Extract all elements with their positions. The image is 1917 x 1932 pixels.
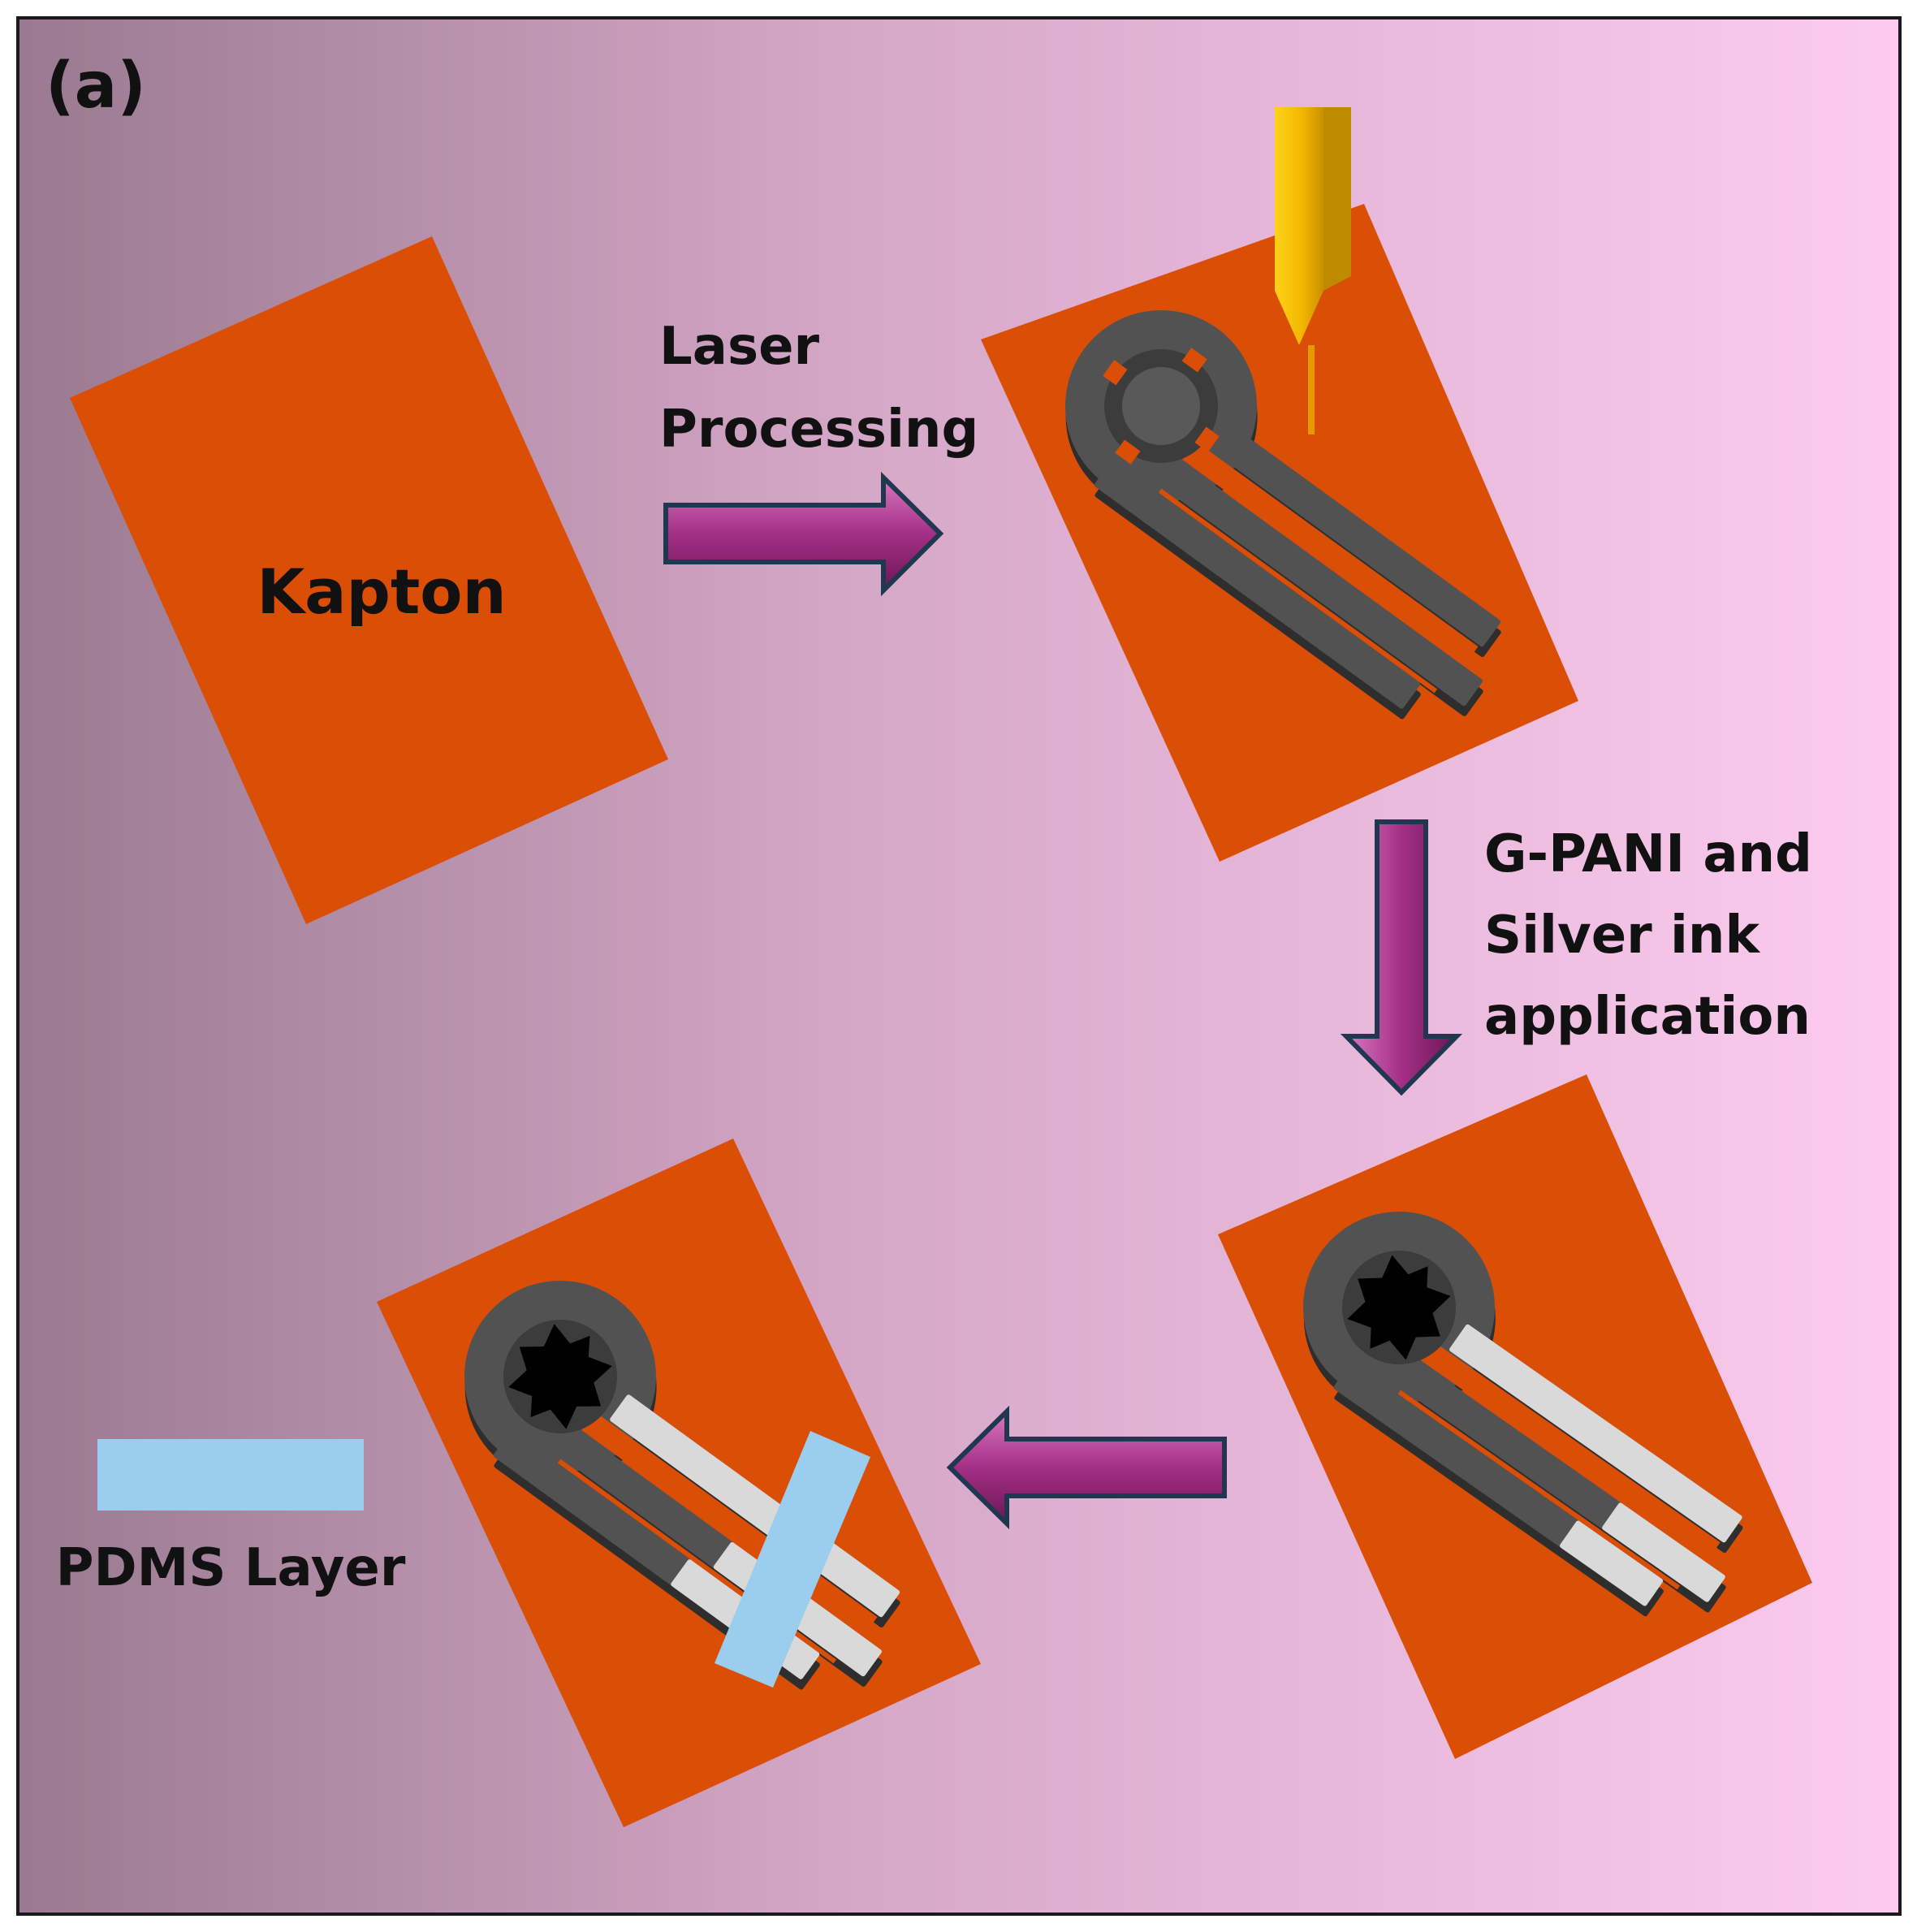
coated-sheet bbox=[1218, 1074, 1812, 1759]
panel-label: (a) bbox=[45, 50, 146, 123]
final-sheet bbox=[377, 1139, 981, 1827]
pdms-legend-swatch bbox=[97, 1439, 364, 1511]
electrode-laser-scribed bbox=[1017, 272, 1565, 749]
arrow-right-icon bbox=[663, 471, 944, 597]
laser-processing-label-line2: Processing bbox=[659, 400, 978, 460]
arrow-left-icon bbox=[946, 1405, 1227, 1530]
kapton-label: Kapton bbox=[257, 555, 506, 628]
kapton-sheet bbox=[70, 236, 668, 924]
laser-processing-label-line1: Laser bbox=[659, 317, 819, 377]
laser-head-icon bbox=[1275, 107, 1351, 434]
pdms-label: PDMS Layer bbox=[56, 1538, 406, 1598]
electrode-coated bbox=[1256, 1173, 1806, 1645]
gpani-center bbox=[1347, 1255, 1451, 1360]
arrow-down-icon bbox=[1340, 819, 1463, 1096]
gpani-label-line3: application bbox=[1484, 987, 1811, 1047]
gpani-label-line1: G-PANI and bbox=[1484, 824, 1812, 884]
gpani-label-line2: Silver ink bbox=[1484, 905, 1760, 966]
pdms-strip bbox=[715, 1431, 870, 1688]
laser-processed-sheet bbox=[981, 107, 1578, 862]
